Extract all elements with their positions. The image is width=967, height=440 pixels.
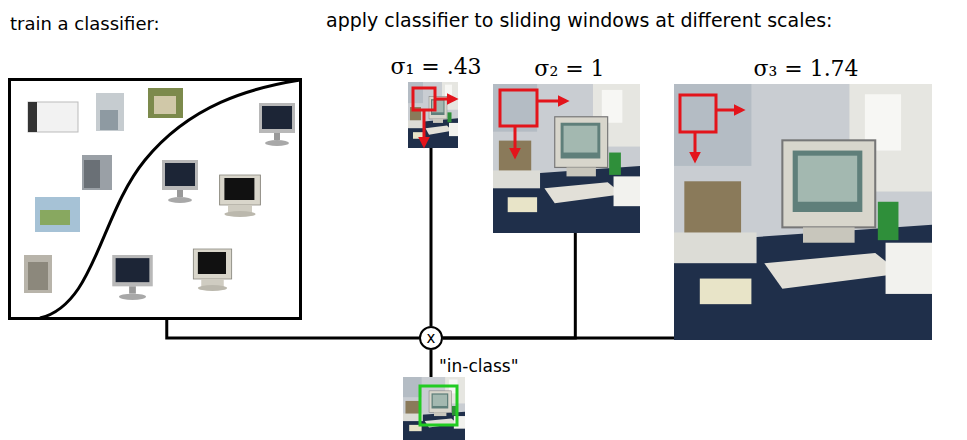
negative-example (35, 197, 80, 232)
negative-example (24, 255, 52, 293)
connector-line (430, 350, 433, 377)
training-set-box: train a classifier: (8, 78, 302, 320)
negative-example (24, 88, 183, 293)
positive-example (162, 160, 198, 203)
result-label: "in-class" (439, 356, 518, 376)
scaled-image (493, 84, 640, 233)
sliding-window (694, 132, 697, 160)
sliding-window (680, 95, 716, 132)
detection-result: "in-class" (403, 377, 465, 440)
scaled-image (403, 377, 465, 440)
sliding-window (423, 110, 426, 145)
connector-line (443, 337, 674, 340)
scale-label: σ₃ = 1.74 (753, 56, 858, 81)
negative-example (154, 96, 176, 114)
section-heading: apply classifier to sliding windows at d… (326, 9, 832, 32)
negative-example (28, 102, 78, 132)
negative-example (82, 155, 112, 190)
connector-line (443, 233, 575, 338)
multiply-node: x (419, 326, 443, 350)
panel-heading: train a classifier: (10, 13, 160, 35)
scaled-image (408, 82, 458, 148)
sliding-window (500, 90, 537, 126)
scaled-image: σ₂ = 1 (493, 84, 640, 233)
sliding-window (413, 88, 742, 160)
scale-label: σ₁ = .43 (390, 54, 481, 79)
detection-window (420, 386, 457, 425)
positive-example (193, 249, 231, 291)
scaled-image: σ₁ = .43 (408, 82, 458, 148)
operator-symbol: x (427, 331, 436, 346)
positive-example (220, 175, 261, 217)
negative-example (84, 160, 100, 188)
scale-label: σ₂ = 1 (534, 56, 604, 81)
scaled-image (403, 82, 932, 440)
negative-example (100, 110, 118, 130)
connector-line (430, 148, 433, 326)
positive-example (112, 103, 295, 300)
positive-example (112, 255, 153, 300)
training-examples (24, 80, 300, 318)
sliding-window (716, 109, 742, 112)
negative-example (28, 102, 37, 132)
scaled-image: σ₃ = 1.74 (674, 84, 932, 340)
sliding-window (537, 100, 566, 103)
negative-example (28, 262, 48, 290)
negative-example (96, 93, 124, 131)
positive-example (259, 103, 295, 146)
negative-example (40, 210, 70, 225)
sliding-window (514, 126, 517, 156)
connector-line (167, 320, 419, 338)
sliding-window (435, 98, 455, 101)
negative-example (148, 88, 183, 118)
sliding-window (413, 88, 435, 110)
scaled-image (674, 84, 932, 340)
